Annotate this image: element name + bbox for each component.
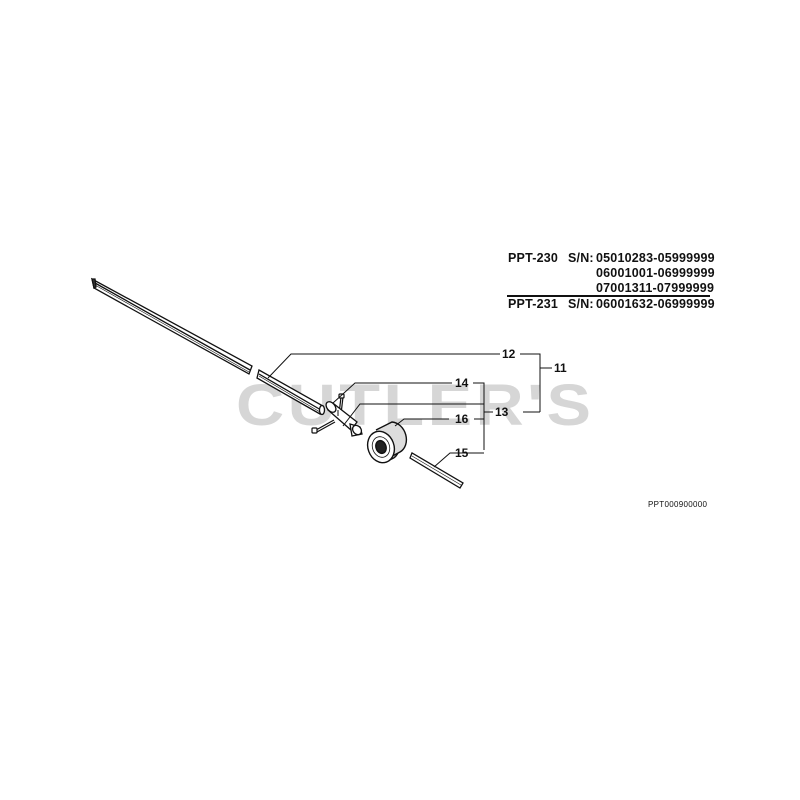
diagram-code: PPT000900000 [648,500,708,509]
key-rod [409,452,464,489]
serial-row-model: PPT-230 [508,251,559,265]
callout-14: 14 [455,376,469,390]
serial-row-range: 06001001-06999999 [596,266,715,280]
watermark: CUTLER'S [236,373,595,438]
callout-11: 11 [554,361,567,375]
coupler [325,401,363,437]
serial-row-label: S/N: [568,297,594,311]
callout-12: 12 [502,347,516,361]
serial-row-range: 06001632-06999999 [596,297,715,311]
callout-16: 16 [455,412,469,426]
callout-13: 13 [495,405,509,419]
serial-row-model: PPT-231 [508,297,559,311]
serial-row-label: S/N: [568,251,594,265]
drive-shaft-upper [91,277,253,375]
leader-lines [267,353,552,468]
serial-divider [507,295,710,297]
serial-row-range: 05010283-05999999 [596,251,715,265]
bearing [366,421,408,464]
pin-lower [311,419,336,434]
drive-shaft-lower [256,369,326,416]
callout-15: 15 [455,446,469,460]
serial-row-range: 07001311-07999999 [596,281,715,295]
